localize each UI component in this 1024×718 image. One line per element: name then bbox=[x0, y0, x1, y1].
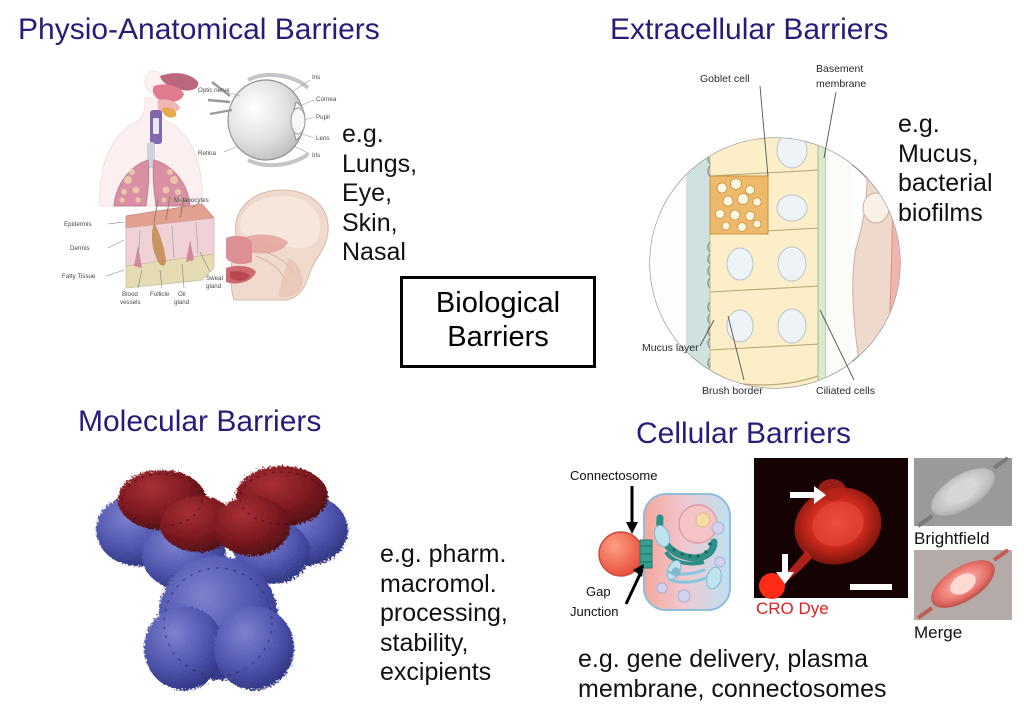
heading-cellular-barriers: Cellular Barriers bbox=[636, 417, 852, 450]
svg-text:Fatty Tissue: Fatty Tissue bbox=[62, 273, 96, 280]
heading-extracellular-barriers: Extracellular Barriers bbox=[610, 13, 889, 46]
svg-text:Ciliated cells: Ciliated cells bbox=[816, 385, 875, 397]
svg-text:Pupil: Pupil bbox=[316, 114, 330, 121]
cellular-example-line-1: membrane, connectosomes bbox=[578, 675, 887, 703]
molecular-examples-text: e.g. pharm. macromol. processing, stabil… bbox=[380, 540, 508, 688]
mucosal-epithelium-diagram: Goblet cell Basement membrane Mucus laye… bbox=[640, 58, 910, 398]
extracellular-examples-text: e.g. Mucus, bacterial biofilms bbox=[898, 110, 993, 228]
svg-text:Goblet cell: Goblet cell bbox=[700, 73, 750, 85]
physio-example-line-3: Skin, bbox=[342, 208, 398, 237]
micrograph-panel: CRO Dye Brightfield Merge bbox=[754, 456, 1014, 642]
molecular-example-line-4: excipients bbox=[380, 658, 492, 686]
svg-text:Blood: Blood bbox=[122, 291, 138, 298]
center-biological-barriers-box: Biological Barriers bbox=[400, 276, 596, 368]
svg-text:Follicle: Follicle bbox=[150, 291, 170, 298]
physio-example-line-0: e.g. bbox=[342, 120, 384, 148]
cellular-examples-text: e.g. gene delivery, plasma membrane, con… bbox=[578, 644, 886, 704]
heading-physio-anatomical-barriers: Physio-Anatomical Barriers bbox=[18, 13, 380, 46]
svg-text:Mucus layer: Mucus layer bbox=[642, 342, 699, 354]
molecular-example-line-2: processing, bbox=[380, 599, 508, 627]
extracellular-example-line-2: bacterial bbox=[898, 169, 993, 197]
physio-examples-text: e.g. Lungs, Eye, Skin, Nasal bbox=[342, 120, 417, 268]
svg-text:Retina: Retina bbox=[198, 150, 216, 157]
molecular-example-line-0: e.g. pharm. bbox=[380, 540, 507, 568]
svg-text:Iris: Iris bbox=[312, 152, 320, 159]
extracellular-example-line-1: Mucus, bbox=[898, 139, 979, 168]
svg-text:Brush border: Brush border bbox=[702, 385, 763, 397]
connectosome-gap-junction-schematic: Connectosome Gap Junction bbox=[548, 466, 748, 619]
cellular-example-line-0: e.g. gene delivery, plasma bbox=[578, 645, 868, 673]
svg-text:Junction: Junction bbox=[570, 604, 618, 619]
svg-text:Cornea: Cornea bbox=[316, 96, 337, 103]
antibody-igg-structure-render bbox=[66, 452, 376, 702]
molecular-example-line-1: macromol. bbox=[380, 569, 497, 598]
physio-example-line-2: Eye, bbox=[342, 179, 393, 207]
extracellular-example-line-3: biofilms bbox=[898, 198, 983, 227]
molecular-example-line-3: stability, bbox=[380, 628, 469, 657]
physio-example-line-4: Nasal bbox=[342, 238, 406, 266]
svg-text:Basement: Basement bbox=[816, 63, 863, 75]
eye-cross-section-diagram: Optic nerve Iris Cornea Pupil Lens Iris … bbox=[196, 62, 346, 178]
nasal-head-sagittal-illustration bbox=[226, 186, 344, 302]
svg-text:Melanocytes: Melanocytes bbox=[174, 197, 209, 204]
svg-text:membrane: membrane bbox=[816, 78, 866, 90]
merge-caption-text: Merge bbox=[914, 623, 962, 642]
extracellular-example-line-0: e.g. bbox=[898, 110, 940, 138]
svg-text:Lens: Lens bbox=[316, 135, 329, 142]
heading-molecular-barriers: Molecular Barriers bbox=[78, 405, 322, 438]
svg-text:Connectosome: Connectosome bbox=[570, 468, 657, 483]
skin-layers-diagram: Epidermis Dermis Fatty Tissue Melanocyte… bbox=[62, 192, 238, 308]
svg-text:Dermis: Dermis bbox=[70, 245, 90, 252]
svg-text:vessels: vessels bbox=[120, 299, 141, 306]
svg-text:Optic nerve: Optic nerve bbox=[198, 87, 230, 94]
svg-text:Epidermis: Epidermis bbox=[64, 221, 92, 228]
svg-text:gland: gland bbox=[174, 299, 190, 306]
svg-text:Oil: Oil bbox=[178, 291, 186, 298]
brightfield-caption-text: Brightfield bbox=[914, 529, 990, 548]
respiratory-tract-illustration bbox=[88, 56, 212, 208]
svg-text:Iris: Iris bbox=[312, 74, 320, 81]
svg-text:gland: gland bbox=[206, 283, 222, 290]
cro-dye-caption-text: CRO Dye bbox=[756, 599, 829, 618]
center-box-line-2: Barriers bbox=[447, 320, 549, 353]
svg-text:Gap: Gap bbox=[586, 584, 611, 599]
svg-text:Sweat: Sweat bbox=[206, 275, 223, 282]
physio-example-line-1: Lungs, bbox=[342, 149, 418, 178]
center-box-line-1: Biological bbox=[435, 287, 561, 319]
